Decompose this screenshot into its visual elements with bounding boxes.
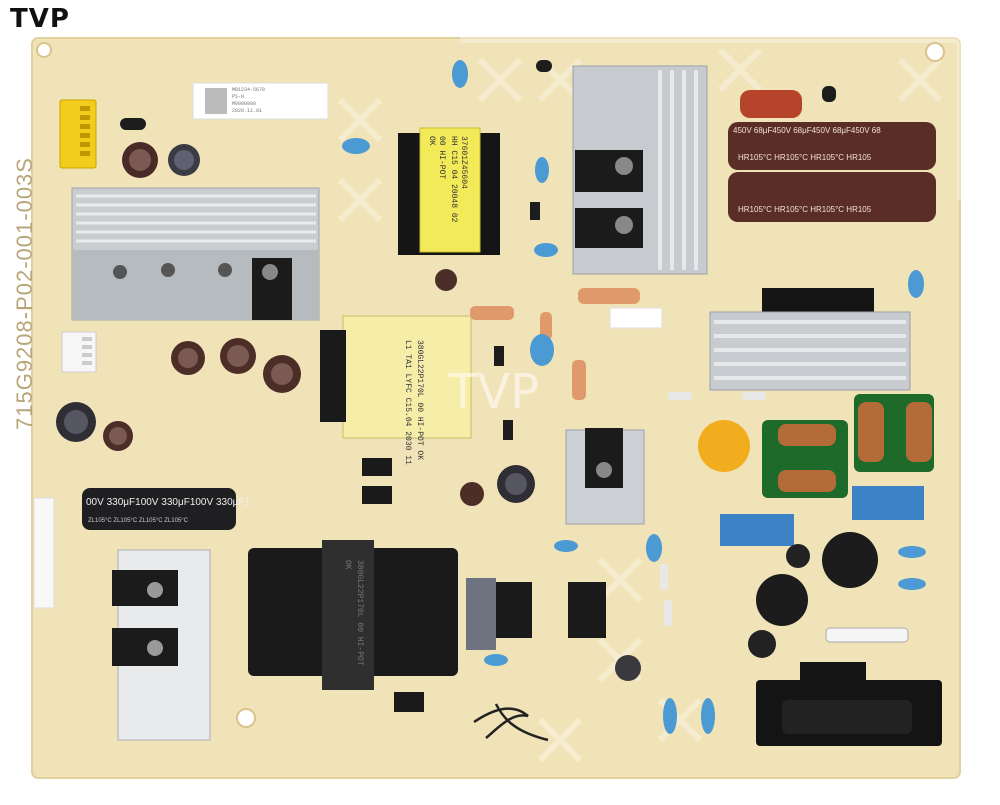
svg-text:M0000000: M0000000	[232, 101, 256, 107]
yellow-connector	[59, 99, 97, 169]
x-capacitor-1	[720, 514, 794, 546]
mosfet-top-2	[575, 208, 643, 248]
varistor	[698, 420, 750, 472]
svg-text:2020.11.01: 2020.11.01	[232, 108, 262, 114]
electrolytic-caps-small	[56, 142, 641, 681]
capacitor-row	[82, 488, 236, 530]
svg-text:00V 330μF100V 330μF100V 330μF1: 00V 330μF100V 330μF100V 330μF1	[86, 497, 251, 508]
svg-text:00 HI-POT: 00 HI-POT	[437, 136, 446, 179]
svg-text:L1 TA1 LYFC C15.04 2030 11: L1 TA1 LYFC C15.04 2030 11	[403, 340, 412, 465]
svg-text:HH C15 04 20048 02: HH C15 04 20048 02	[449, 136, 458, 223]
transformer-t1	[419, 127, 481, 253]
brand-logo: TVP	[10, 4, 70, 34]
x-capacitor-2	[852, 486, 924, 520]
common-mode-chokes	[762, 394, 934, 498]
ceramic-capacitors	[342, 60, 926, 734]
svg-text:380GL22P170L 00 HI-POT: 380GL22P170L 00 HI-POT	[355, 560, 364, 666]
svg-text:OK: OK	[427, 136, 436, 146]
watermark: TVP	[447, 364, 539, 420]
svg-text:HR105°C HR105°C HR105°C HR1: HR105°C HR105°C HR105°C HR105	[738, 153, 872, 162]
fuse	[825, 627, 909, 643]
svg-text:MB1234-5678: MB1234-5678	[232, 87, 265, 93]
transformer-t2	[342, 315, 472, 439]
svg-text:37601Z45604: 37601Z45604	[459, 136, 468, 189]
small-ics	[362, 458, 606, 712]
svg-text:450V 68μF450V 68μF450V 68μF450: 450V 68μF450V 68μF450V 68μF450V 68	[733, 126, 881, 135]
svg-text:OK: OK	[343, 560, 352, 570]
mosfet-center	[585, 428, 623, 488]
handwritten-mark	[473, 703, 549, 742]
resistors	[470, 288, 663, 400]
svg-text:PS-N: PS-N	[232, 94, 244, 100]
sticker-text: MB1234-5678 PS-N M0000000 2020.11.01	[232, 87, 265, 114]
svg-text:ZL105°C ZL105°C ZL105°C ZL1: ZL105°C ZL105°C ZL105°C ZL105°C	[88, 518, 189, 524]
silkscreen-part-number: 715G9208-P02-001-003S	[12, 157, 37, 430]
svg-text:380GL22P170L 00 HI-POT OK: 380GL22P170L 00 HI-POT OK	[415, 340, 424, 460]
bulk-capacitors: 450V 68μF450V 68μF450V 68μF450V 68 HR105…	[728, 122, 936, 222]
svg-text:HR105°C HR105°C HR105°C HR1: HR105°C HR105°C HR105°C HR105	[738, 205, 872, 214]
film-capacitor-red	[740, 90, 802, 118]
mosfet-top-1	[575, 150, 643, 192]
